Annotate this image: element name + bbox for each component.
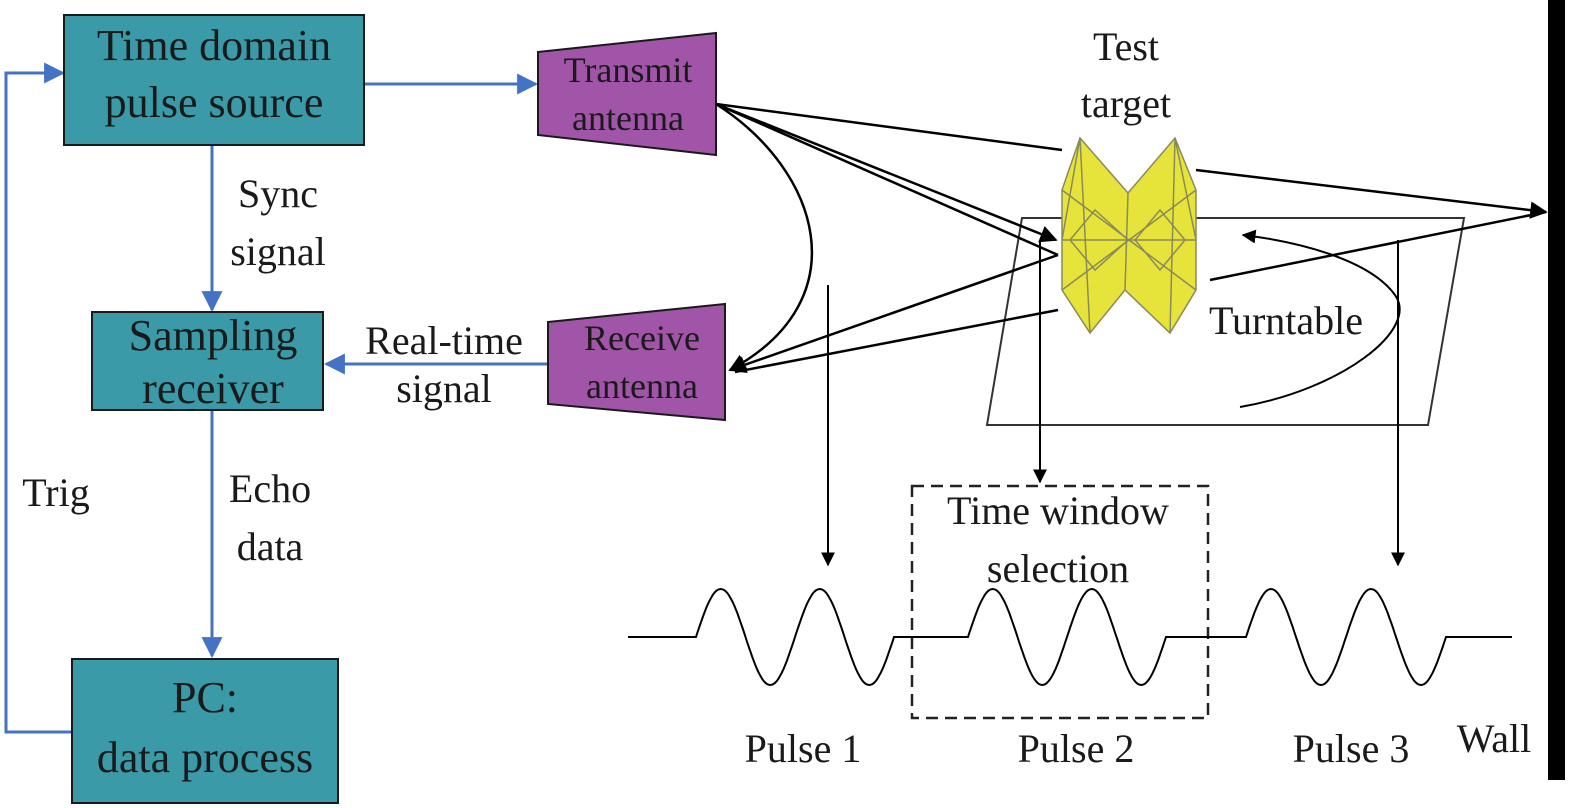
ray-target-to-rx-1	[728, 253, 1059, 374]
test-target-label-1: Test	[1093, 24, 1159, 69]
test-target-label-2: target	[1081, 81, 1171, 126]
ray-tx-to-target	[715, 102, 1058, 243]
pc-label-1: PC:	[172, 673, 238, 722]
transmit-antenna: Transmit antenna	[537, 31, 717, 157]
ray-tx-to-target-top	[715, 102, 1063, 152]
ray-tx-to-receive	[715, 102, 1059, 257]
realtime-label-1: Real-time	[365, 318, 523, 363]
echo-label-1: Echo	[229, 466, 311, 511]
pulse-1-label: Pulse 1	[745, 726, 862, 771]
transmit-label-2: antenna	[572, 98, 684, 138]
transmit-label-1: Transmit	[564, 50, 693, 90]
turntable-label: Turntable	[1209, 298, 1363, 343]
ray-wall-to-target	[1209, 210, 1547, 282]
pulse-2-label: Pulse 2	[1018, 726, 1135, 771]
receive-label-2: antenna	[586, 366, 698, 406]
time-window-box	[910, 484, 1210, 720]
pulse-source-label-1: Time domain	[97, 21, 331, 70]
ray-coupling-curve	[715, 102, 814, 372]
ray-target-to-wall	[1195, 168, 1548, 219]
pulse-source-label-2: pulse source	[105, 78, 324, 127]
echo-label-2: data	[237, 524, 304, 569]
sync-label-1: Sync	[238, 171, 318, 216]
flow-connectors	[4, 62, 548, 734]
wall-bar	[1548, 0, 1565, 780]
time-window-label-1: Time window	[947, 488, 1169, 533]
wall-label: Wall	[1457, 716, 1532, 761]
pulse-3-label: Pulse 3	[1293, 726, 1410, 771]
block-pc: PC: data process	[71, 658, 339, 804]
ray-target-to-rx-2	[734, 308, 1059, 374]
trig-label: Trig	[22, 470, 89, 515]
receive-antenna: Receive antenna	[547, 302, 726, 422]
turntable-platform	[985, 217, 1466, 426]
sampling-receiver-label-1: Sampling	[129, 311, 298, 360]
pulse-drop-arrows	[821, 240, 1405, 567]
block-pulse-source: Time domain pulse source	[63, 14, 365, 146]
trig-loop-arrow	[4, 62, 72, 734]
block-sampling-receiver: Sampling receiver	[91, 311, 324, 413]
sync-label-2: signal	[230, 229, 326, 274]
propagation-rays	[715, 102, 1548, 374]
rotation-arrow	[1239, 229, 1401, 408]
test-target-icon	[1061, 136, 1197, 335]
receive-label-1: Receive	[584, 318, 700, 358]
pulse-waveform	[628, 587, 1512, 687]
sampling-receiver-label-2: receiver	[142, 364, 284, 413]
realtime-label-2: signal	[396, 366, 492, 411]
time-window-label-2: selection	[987, 546, 1129, 591]
pc-label-2: data process	[97, 733, 313, 782]
